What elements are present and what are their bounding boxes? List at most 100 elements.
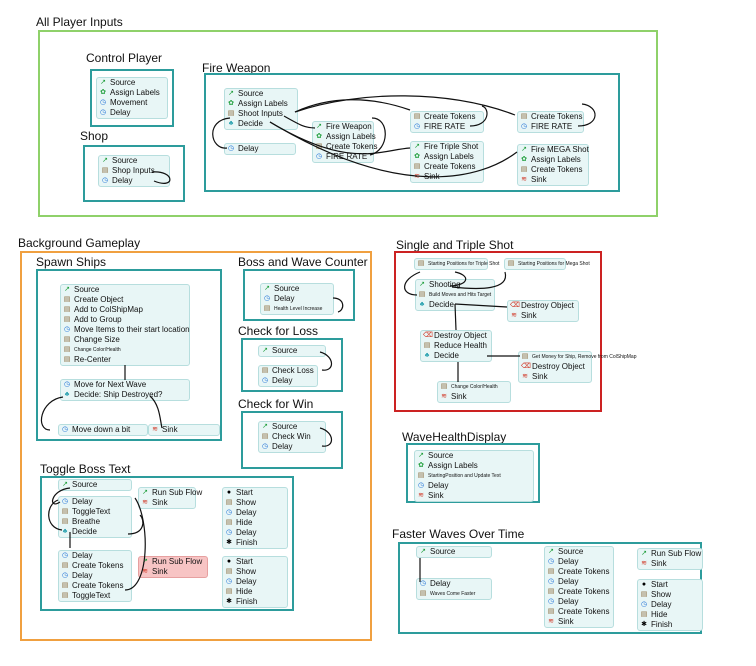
block-sts-pos2[interactable]: ▤Starting Positions for Mega Shot	[504, 258, 590, 270]
block-row[interactable]: ↗Fire MEGA Shot	[518, 145, 589, 155]
block-row[interactable]: ✿Assign Labels	[313, 132, 376, 142]
block-sub2[interactable]: ↗Run Sub Flow≋Sink	[138, 556, 208, 578]
block-row[interactable]: ▤Build Moves and Hits Target	[416, 290, 494, 300]
block-row[interactable]: ≋Sink	[519, 372, 591, 382]
block-seq1[interactable]: ●Start▤Show◷Delay▤Hide◷Delay✱Finish	[222, 487, 288, 549]
block-faster-src[interactable]: ↗Source	[416, 546, 492, 558]
block-row[interactable]: ✿Assign Labels	[225, 99, 297, 109]
block-row[interactable]: ≋Sink	[149, 425, 219, 435]
block-row[interactable]: ≋Sink	[139, 498, 195, 508]
block-row[interactable]: ✿Assign Labels	[415, 461, 533, 471]
block-row[interactable]: ◷Delay	[417, 579, 491, 589]
block-row[interactable]: ▤Reduce Health	[421, 341, 491, 351]
block-row[interactable]: ↗Source	[99, 156, 169, 166]
block-row[interactable]: ◷Delay	[545, 577, 613, 587]
block-toggle-b[interactable]: ◷Delay▤Create Tokens◷Delay▤Create Tokens…	[58, 550, 132, 602]
block-wave-health[interactable]: ↗Source✿Assign Labels▤StartingPosition a…	[414, 450, 534, 502]
block-row[interactable]: ◷Delay	[99, 176, 169, 186]
block-row[interactable]: ▤Re-Center	[61, 355, 189, 365]
block-row[interactable]: ◷Delay	[223, 577, 287, 587]
block-row[interactable]: ◷Delay	[59, 497, 131, 507]
block-row[interactable]: ▤Change Color/Health	[61, 345, 189, 355]
block-faster-seq[interactable]: ●Start▤Show◷Delay▤Hide✱Finish	[637, 579, 703, 631]
block-row[interactable]: ✱Finish	[638, 620, 702, 630]
block-row[interactable]: ◷Delay	[545, 597, 613, 607]
block-row[interactable]: ▤ToggleText	[59, 507, 131, 517]
block-row[interactable]: ↗Source	[225, 89, 297, 99]
block-row[interactable]: ↗Source	[259, 346, 325, 356]
block-loss-check[interactable]: ▤Check Loss◷Delay	[258, 365, 318, 387]
block-loss-source[interactable]: ↗Source	[258, 345, 326, 357]
block-spawn-move[interactable]: ◷Move down a bit	[58, 424, 148, 436]
block-row[interactable]: ≋Sink	[508, 311, 578, 321]
block-row[interactable]: ◷Movement	[97, 98, 167, 108]
block-row[interactable]: ◷Delay	[225, 144, 295, 154]
block-spawn-main[interactable]: ↗Source▤Create Object▤Add to ColShipMap▤…	[60, 284, 190, 366]
block-row[interactable]: ≋Sink	[139, 567, 207, 577]
block-row[interactable]: ▤ToggleText	[59, 591, 131, 601]
block-row[interactable]: ⌫Destroy Object	[421, 331, 491, 341]
block-row[interactable]: ✱Finish	[223, 538, 287, 548]
block-row[interactable]: ▤Check Win	[259, 432, 325, 442]
block-row[interactable]: ≋Sink	[518, 175, 588, 185]
block-row[interactable]: ↗Source	[59, 480, 131, 490]
block-toggle-a[interactable]: ◷Delay▤ToggleText▤Breathe♣Decide	[58, 496, 132, 538]
block-row[interactable]: ●Start	[223, 488, 287, 498]
block-row[interactable]: ◷Delay	[545, 557, 613, 567]
block-row[interactable]: ▤Create Tokens	[545, 567, 613, 577]
block-row[interactable]: ◷FIRE RATE	[518, 122, 583, 132]
block-row[interactable]: ▤Add to Group	[61, 315, 189, 325]
block-row[interactable]: ◷Move for Next Wave	[61, 380, 189, 390]
block-row[interactable]: ≋Sink	[411, 172, 483, 182]
block-row[interactable]: ⌫Destroy Object	[508, 301, 578, 311]
block-row[interactable]: ●Start	[638, 580, 702, 590]
block-spawn-sink[interactable]: ≋Sink	[148, 424, 220, 436]
block-sts-destroy1[interactable]: ⌫Destroy Object≋Sink	[507, 300, 579, 322]
block-row[interactable]: ♣Decide: Ship Destroyed?	[61, 390, 189, 400]
block-row[interactable]: ▤Shoot Inputs	[225, 109, 297, 119]
block-row[interactable]: ▤Get Money for Ship, Remove from ColShip…	[519, 352, 637, 362]
block-row[interactable]: ◷FIRE RATE	[313, 152, 373, 162]
block-shop[interactable]: ↗Source▤Shop Inputs◷Delay	[98, 155, 170, 187]
block-row[interactable]: ≋Sink	[415, 491, 533, 501]
block-row[interactable]: ▤Show	[223, 567, 287, 577]
block-row[interactable]: ▤Change Size	[61, 335, 189, 345]
block-row[interactable]: ◷Delay	[261, 294, 333, 304]
block-sub1[interactable]: ↗Run Sub Flow≋Sink	[138, 487, 202, 509]
block-row[interactable]: ↗Source	[545, 547, 613, 557]
block-row[interactable]: ▤Show	[638, 590, 702, 600]
block-row[interactable]: ≋Sink	[638, 559, 702, 569]
block-row[interactable]: ▤Create Tokens	[411, 162, 483, 172]
block-row[interactable]: ▤Health Level Increase	[261, 304, 333, 314]
block-sts-destroy2[interactable]: ⌫Destroy Object▤Reduce Health♣Decide	[420, 330, 492, 362]
block-fire-delay[interactable]: ◷Delay	[224, 143, 296, 155]
block-row[interactable]: ▤Shop Inputs	[99, 166, 169, 176]
block-row[interactable]: ≋Sink	[545, 617, 613, 627]
block-row[interactable]: ▤Waves Come Faster	[417, 589, 491, 599]
block-row[interactable]: ▤Create Tokens	[59, 581, 131, 591]
block-sts-destroy3[interactable]: ▤Get Money for Ship, Remove from ColShip…	[518, 351, 637, 383]
block-row[interactable]: ↗Source	[259, 422, 325, 432]
block-sts-main[interactable]: ↗Shooting▤Build Moves and Hits Target♣De…	[415, 279, 495, 311]
block-row[interactable]: ▤Create Tokens	[518, 112, 583, 122]
block-win[interactable]: ↗Source▤Check Win◷Delay	[258, 421, 326, 453]
block-row[interactable]: ✿Assign Labels	[411, 152, 483, 162]
block-row[interactable]: ↗Shooting	[416, 280, 494, 290]
block-row[interactable]: ▤Check Loss	[259, 366, 317, 376]
block-row[interactable]: ✱Finish	[223, 597, 287, 607]
block-row[interactable]: ▤Create Tokens	[411, 112, 483, 122]
block-fire-weapon[interactable]: ↗Fire Weapon✿Assign Labels▤Create Tokens…	[312, 121, 377, 163]
block-row[interactable]: ✿Assign Labels	[518, 155, 588, 165]
block-row[interactable]: ▤Show	[223, 498, 287, 508]
block-row[interactable]: ▤Starting Positions for Triple Shot	[415, 259, 500, 269]
block-faster-delay[interactable]: ◷Delay▤Waves Come Faster	[416, 578, 492, 600]
block-fire-ct2[interactable]: ▤Create Tokens◷FIRE RATE	[517, 111, 584, 133]
block-row[interactable]: ◷Delay	[259, 442, 325, 452]
block-row[interactable]: ↗Fire Triple Shot	[411, 142, 483, 152]
block-row[interactable]: ▤Create Tokens	[518, 165, 588, 175]
block-row[interactable]: ▤Create Tokens	[545, 607, 613, 617]
block-row[interactable]: ↗Source	[61, 285, 189, 295]
block-row[interactable]: ▤StartingPosition and Update Text	[415, 471, 533, 481]
block-row[interactable]: ♣Decide	[421, 351, 491, 361]
block-row[interactable]: ↗Source	[97, 78, 167, 88]
